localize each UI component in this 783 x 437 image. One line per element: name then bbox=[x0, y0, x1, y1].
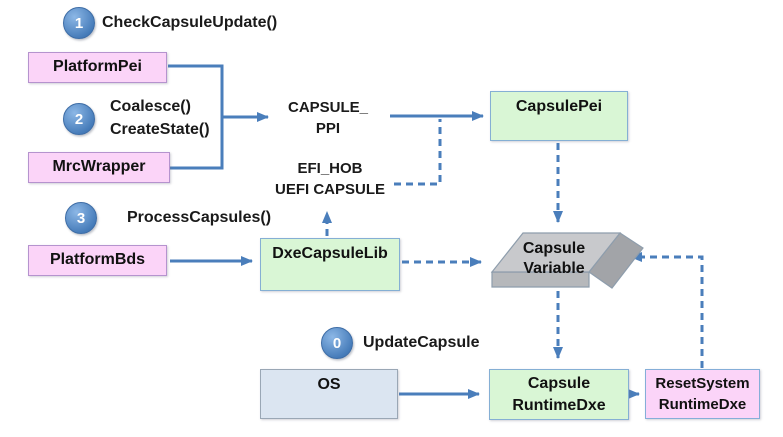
node-platform-bds: PlatformBds bbox=[28, 245, 167, 276]
node-label-line2: RuntimeDxe bbox=[512, 396, 606, 414]
node-label: PlatformBds bbox=[49, 251, 146, 268]
step-label-line: CreateState() bbox=[110, 121, 210, 138]
node-label-line2: Variable bbox=[523, 260, 585, 277]
node-label: DxeCapsuleLib bbox=[272, 245, 388, 262]
step-badge-1: 1 bbox=[63, 7, 95, 39]
step-label-processcapsules: ProcessCapsules() bbox=[127, 209, 272, 226]
step-label-line: Coalesce() bbox=[110, 98, 191, 115]
annotation-line: CAPSULE_ bbox=[287, 99, 369, 116]
node-platform-pei: PlatformPei bbox=[28, 52, 167, 83]
node-capsule-pei: CapsulePei bbox=[490, 91, 628, 141]
node-label-line1: Capsule bbox=[522, 240, 586, 257]
capsule-variable-slab bbox=[490, 232, 644, 289]
step-number: 3 bbox=[76, 209, 86, 227]
annotation-efi-hob: EFI_HOB UEFI CAPSULE bbox=[262, 158, 398, 200]
step-badge-2: 2 bbox=[63, 103, 95, 135]
node-mrc-wrapper: MrcWrapper bbox=[28, 152, 170, 183]
step-label-updatecapsule: UpdateCapsule bbox=[363, 334, 480, 351]
step-badge-3: 3 bbox=[65, 202, 97, 234]
annotation-line: EFI_HOB bbox=[297, 160, 363, 177]
dashed-efihob-join bbox=[394, 119, 442, 186]
step-label-checkcapsuleupdate: CheckCapsuleUpdate() bbox=[102, 14, 278, 31]
step-number: 0 bbox=[332, 334, 342, 352]
node-capsule-variable-label: Capsule Variable bbox=[498, 239, 610, 279]
step-badge-0: 0 bbox=[321, 327, 353, 359]
node-label: MrcWrapper bbox=[52, 158, 146, 175]
node-os: OS bbox=[260, 369, 398, 419]
node-label: OS bbox=[317, 376, 341, 393]
node-dxe-capsule-lib: DxeCapsuleLib bbox=[260, 238, 400, 291]
node-label: CapsulePei bbox=[515, 98, 603, 115]
node-label: PlatformPei bbox=[53, 58, 142, 75]
node-label-line2: RuntimeDxe bbox=[658, 396, 747, 413]
annotation-line: UEFI CAPSULE bbox=[274, 181, 385, 198]
annotation-line: PPI bbox=[315, 120, 341, 137]
node-capsule-runtime-dxe: Capsule RuntimeDxe bbox=[489, 369, 629, 420]
dashed-resetsystem-to-variable bbox=[630, 252, 704, 368]
step-number: 1 bbox=[74, 14, 84, 32]
node-label-line1: Capsule bbox=[527, 374, 591, 392]
node-label-line1: ResetSystem bbox=[655, 375, 750, 392]
node-reset-system-runtime-dxe: ResetSystem RuntimeDxe bbox=[645, 369, 760, 419]
step-label-coalesce: Coalesce() CreateState() bbox=[110, 95, 210, 141]
step-number: 2 bbox=[74, 110, 84, 128]
annotation-capsule-ppi: CAPSULE_ PPI bbox=[266, 97, 390, 139]
